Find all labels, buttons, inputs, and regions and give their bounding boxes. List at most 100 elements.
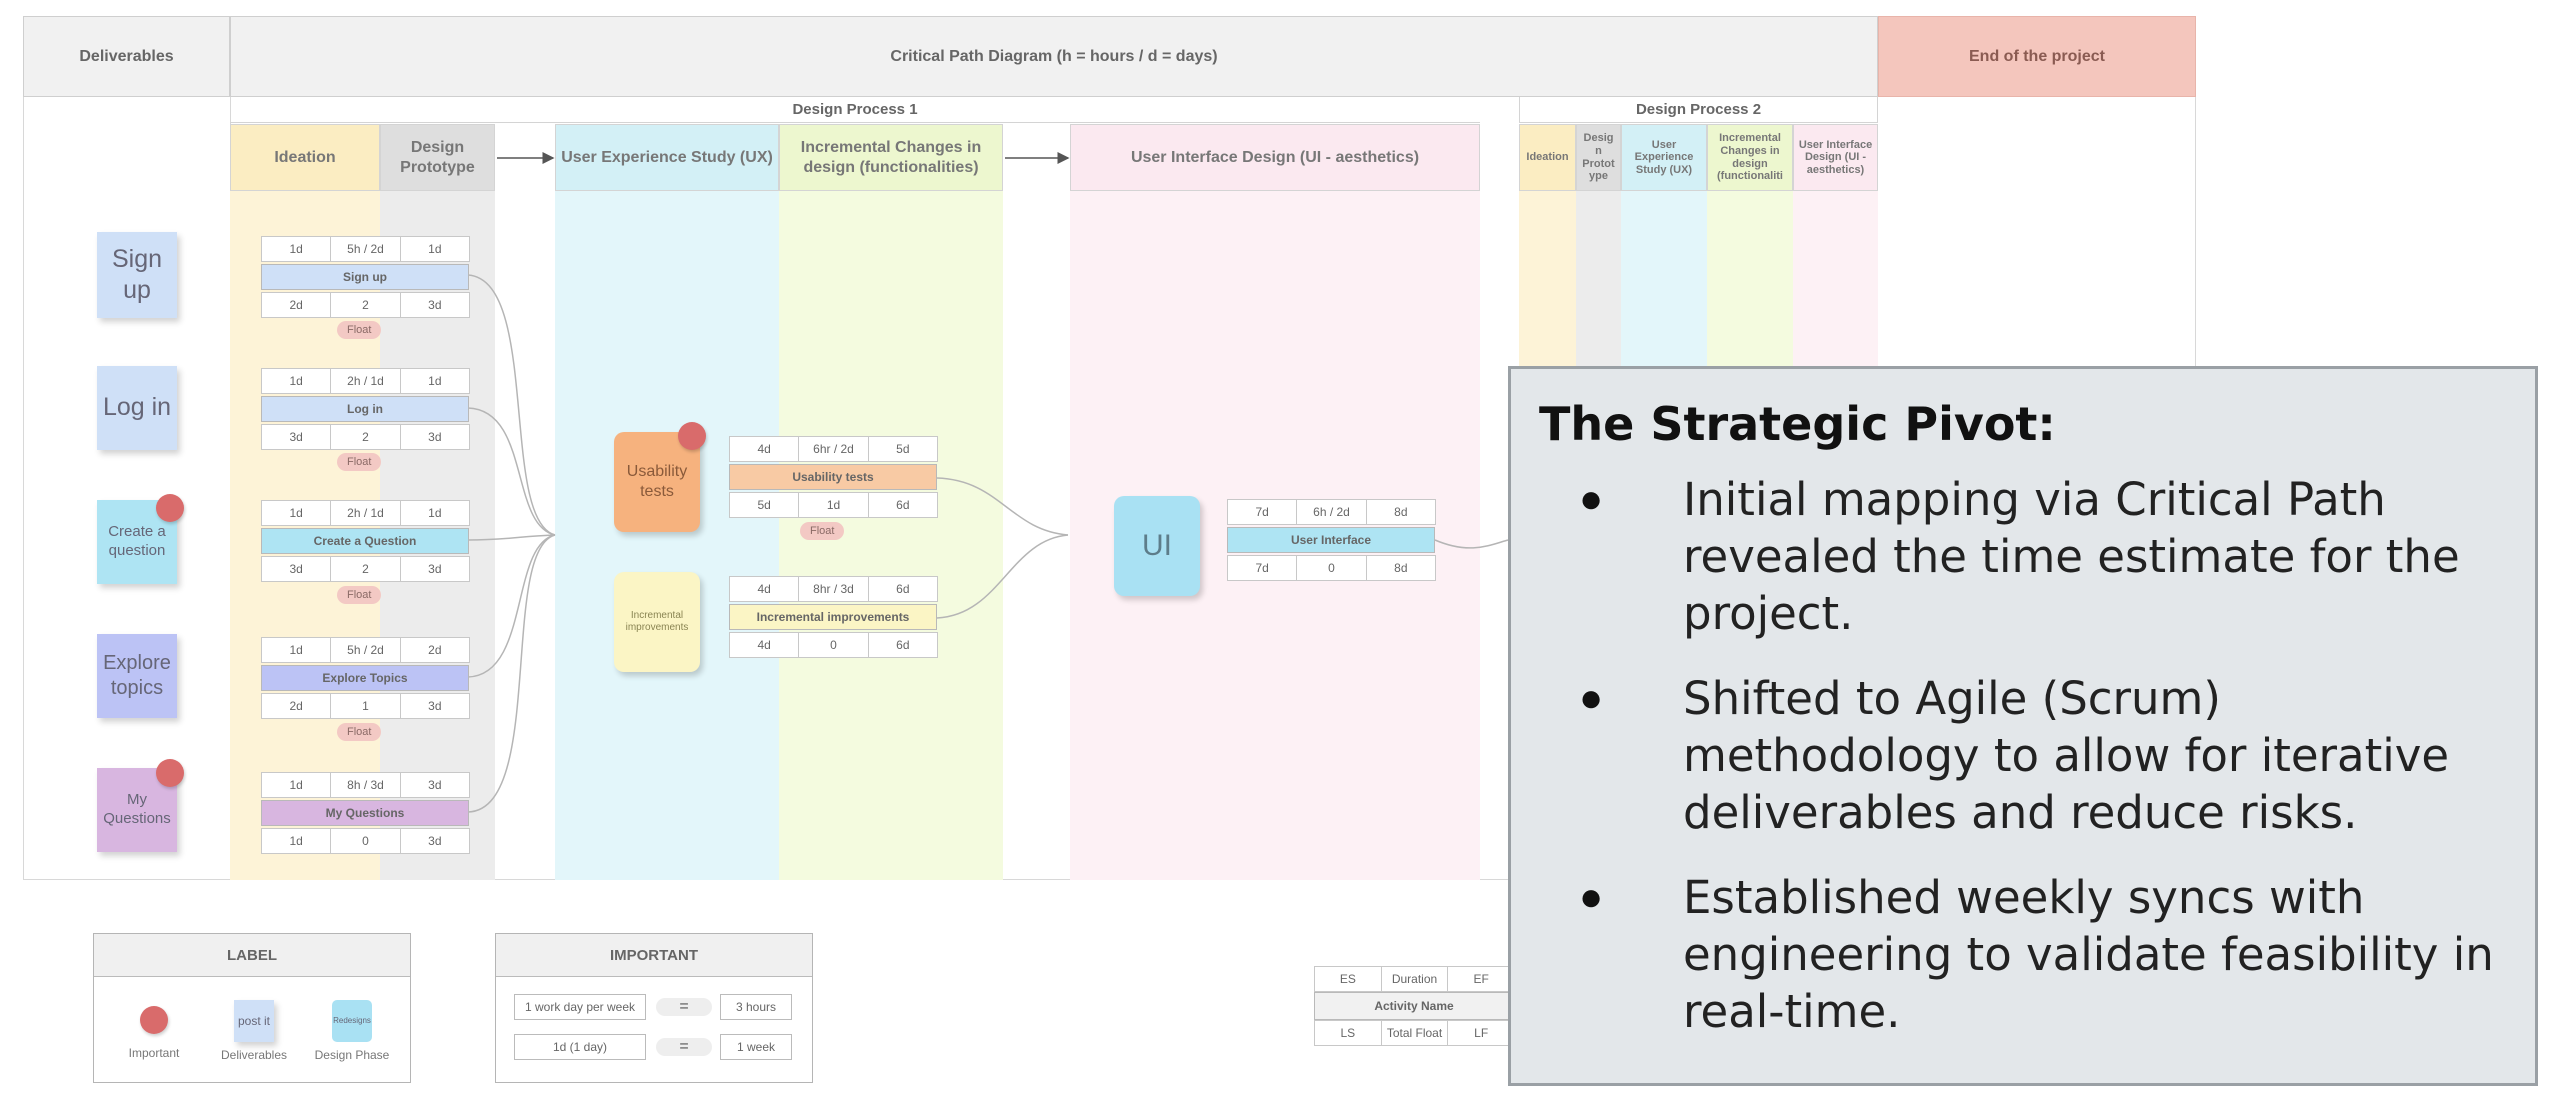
col2-incremental: Incremental Changes in design (functiona… <box>1707 124 1793 191</box>
col-ux: User Experience Study (UX) <box>555 124 779 191</box>
task-lf: 3d <box>399 556 470 582</box>
col2-ux: User Experience Study (UX) <box>1621 124 1707 191</box>
task-ls: 3d <box>261 424 332 450</box>
task-es: 1d <box>261 772 332 798</box>
col-incremental: Incremental Changes in design (functiona… <box>779 124 1003 191</box>
curve-incremental <box>936 534 1069 619</box>
task-ls: 5d <box>729 492 800 518</box>
legend-label: LABEL Important post it Deliverables Red… <box>93 933 411 1083</box>
design-process-2-title: Design Process 2 <box>1519 97 1878 123</box>
task-es: 1d <box>261 500 332 526</box>
task-es: 4d <box>729 576 800 602</box>
task-name: Explore Topics <box>261 665 469 691</box>
key-lf: LF <box>1447 1020 1516 1046</box>
curve-explore <box>467 534 556 678</box>
important-marker-icon <box>156 494 184 522</box>
task-duration: 2h / 1d <box>330 368 401 394</box>
task-es: 7d <box>1227 499 1298 525</box>
task-ef: 3d <box>399 772 470 798</box>
col2-design-prototype: Desig n Protot ype <box>1576 124 1621 191</box>
float-tag: Float <box>337 321 382 339</box>
key-es: ES <box>1314 966 1382 992</box>
legend-important: IMPORTANT 1 work day per week = 3 hours … <box>495 933 813 1083</box>
task-ls: 2d <box>261 292 332 318</box>
task-duration: 6hr / 2d <box>798 436 869 462</box>
ui-note: UI <box>1114 496 1200 596</box>
end-of-project-header: End of the project <box>1878 16 2196 97</box>
panel-bullet-text: Shifted to Agile (Scrum) methodology to … <box>1683 672 2450 839</box>
task-name: Create a Question <box>261 528 469 554</box>
task-duration: 2h / 1d <box>330 500 401 526</box>
legend-design-sample: Redesigns <box>332 1000 372 1042</box>
task-ls: 7d <box>1227 555 1298 581</box>
task-total-float: 1 <box>330 693 401 719</box>
legend-postit-sample: post it <box>234 1000 274 1042</box>
task-duration: 8h / 3d <box>330 772 401 798</box>
task-total-float: 2 <box>330 556 401 582</box>
task-name: Usability tests <box>729 464 937 490</box>
band2-incremental <box>1707 190 1793 366</box>
equals-icon: = <box>656 998 712 1016</box>
legend-row1-left: 1 work day per week <box>514 994 646 1020</box>
panel-bullet: ● Initial mapping via Critical Path reve… <box>1537 471 2509 642</box>
deliverable-log-in: Log in <box>97 366 177 450</box>
design-process-1-title: Design Process 1 <box>230 97 1480 123</box>
legend-label-title: LABEL <box>94 934 410 977</box>
task-name: Sign up <box>261 264 469 290</box>
task-ls: 1d <box>261 828 332 854</box>
bullet-dot-icon: ● <box>1579 676 1604 720</box>
panel-bullet: ● Established weekly syncs with engineer… <box>1537 869 2509 1040</box>
task-ef: 1d <box>399 368 470 394</box>
task-ef: 1d <box>399 500 470 526</box>
important-marker-icon <box>678 422 706 450</box>
task-lf: 8d <box>1365 555 1436 581</box>
task-es: 1d <box>261 637 332 663</box>
band-ux <box>555 190 779 880</box>
band2-ui <box>1793 190 1878 366</box>
legend-row2-right: 1 week <box>720 1034 792 1060</box>
task-lf: 3d <box>399 693 470 719</box>
task-duration: 5h / 2d <box>330 637 401 663</box>
task-duration: 5h / 2d <box>330 236 401 262</box>
task-ef: 1d <box>399 236 470 262</box>
key-ef: EF <box>1447 966 1516 992</box>
panel-bullet: ● Shifted to Agile (Scrum) methodology t… <box>1537 670 2509 841</box>
task-lf: 3d <box>399 828 470 854</box>
task-es: 4d <box>729 436 800 462</box>
panel-title: The Strategic Pivot: <box>1539 397 2056 451</box>
deliverables-header: Deliverables <box>23 16 230 97</box>
legend-important-caption: Important <box>128 1046 180 1060</box>
strategic-pivot-panel: The Strategic Pivot: ● Initial mapping v… <box>1508 366 2538 1086</box>
col-ideation: Ideation <box>230 124 380 191</box>
col2-ideation: Ideation <box>1519 124 1576 191</box>
float-tag: Float <box>800 522 845 540</box>
task-ef: 2d <box>399 637 470 663</box>
deliverable-explore-topics: Explore topics <box>97 634 177 718</box>
task-total-float: 0 <box>330 828 401 854</box>
task-ef: 6d <box>867 576 938 602</box>
key-total-float: Total Float <box>1380 1020 1449 1046</box>
key-activity-name: Activity Name <box>1314 992 1514 1020</box>
important-marker-icon <box>156 759 184 787</box>
task-lf: 3d <box>399 424 470 450</box>
float-tag: Float <box>337 453 382 471</box>
task-es: 1d <box>261 368 332 394</box>
band2-ideation <box>1519 190 1576 366</box>
task-total-float: 2 <box>330 424 401 450</box>
panel-bullet-text: Initial mapping via Critical Path reveal… <box>1683 473 2460 640</box>
float-tag: Float <box>337 586 382 604</box>
legend-row2-left: 1d (1 day) <box>514 1034 646 1060</box>
task-total-float: 1d <box>798 492 869 518</box>
bullet-dot-icon: ● <box>1579 875 1604 919</box>
equals-icon: = <box>656 1038 712 1056</box>
task-ls: 2d <box>261 693 332 719</box>
